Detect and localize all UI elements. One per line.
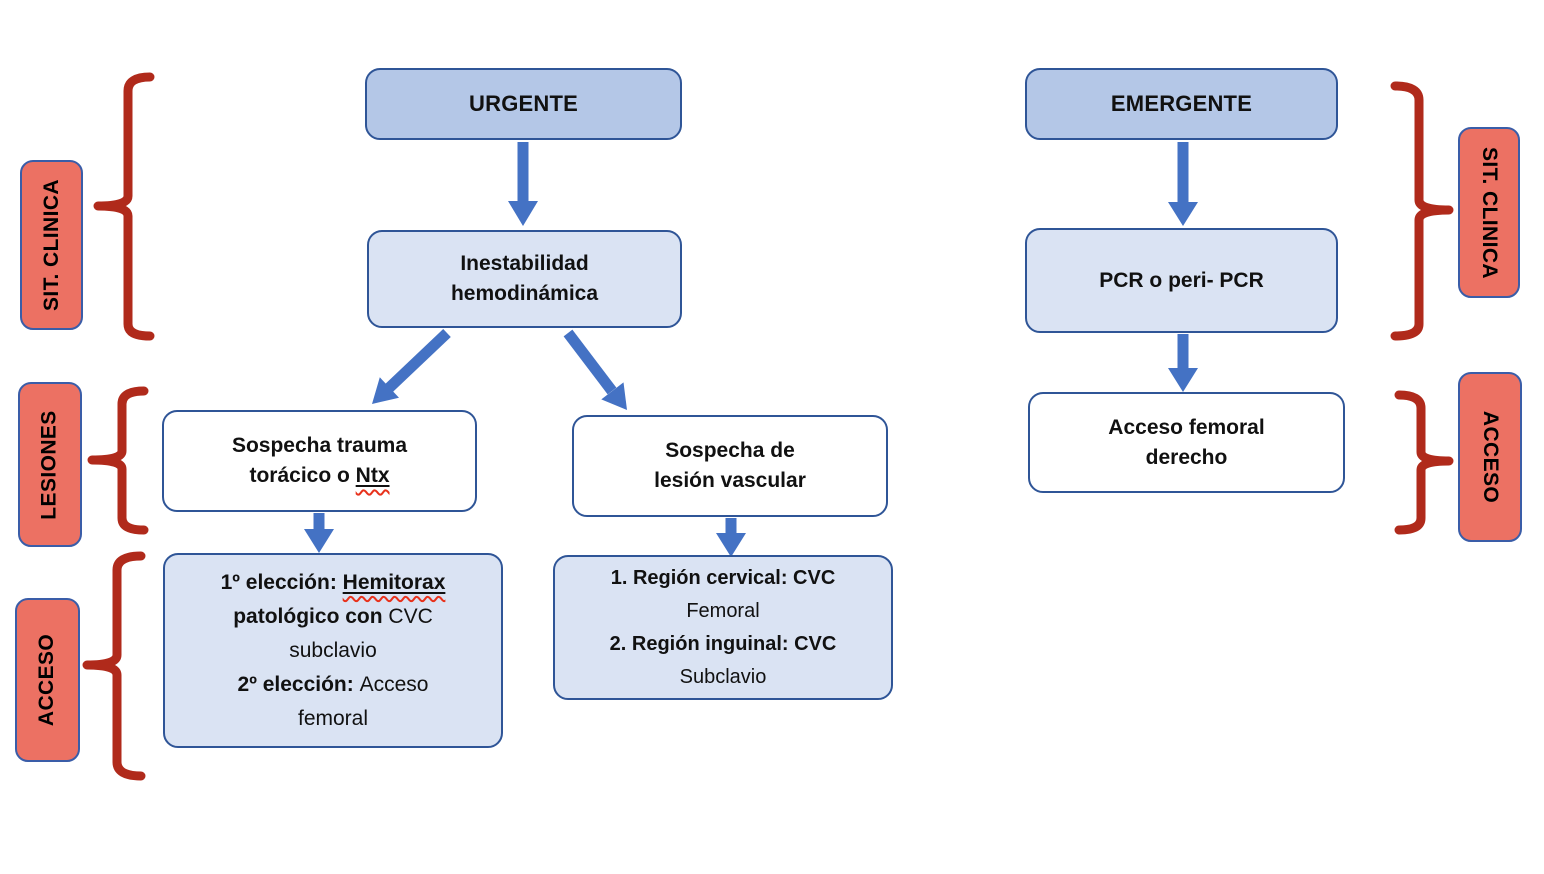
brace-group [82,72,1454,781]
misspelled-word-wrap: Hemitorax [343,571,446,594]
node-text-bold: patológico con [233,604,389,628]
node-line: PCR o peri- PCR [1099,268,1264,292]
node-line: Sospecha trauma [231,434,408,457]
node-line: Sospecha de [665,439,795,462]
category-sit-clinica-right: SIT. CLINICA [1458,127,1520,298]
brace-sit-clinica-left [93,72,155,341]
node-emergente-label: EMERGENTE [1110,91,1253,116]
node-eleccion-acceso: 1º elección: Hemitorax patológico con CV… [163,553,503,748]
node-text: Acceso [359,672,429,696]
node-text: torácico o [249,464,356,487]
node-line: 2. Región inguinal: CVC [609,632,837,655]
node-line: derecho [1145,445,1228,469]
node-line: lesión vascular [654,469,806,492]
node-line: Subclavio [679,665,767,688]
node-urgente-label: URGENTE [469,91,578,116]
category-label: SIT. CLINICA [1478,146,1502,279]
category-label: ACCESO [35,633,59,727]
arrow-emergente-to-pcr [1168,142,1198,226]
arrow-urgente-to-inestabilidad [508,142,538,226]
brace-acceso-left [82,551,146,781]
node-line: torácico o Ntx [249,461,389,491]
node-line: femoral [297,706,369,730]
node-line: subclavio [289,638,377,662]
node-line: Femoral [686,599,760,622]
brace-lesiones-left [87,386,149,535]
node-regiones-cvc: 1. Región cervical: CVC Femoral 2. Regió… [553,555,893,700]
node-urgente: URGENTE [365,68,682,140]
node-text-bold: 2º elección: [237,672,360,696]
node-line: 1º elección: Hemitorax [221,566,446,600]
arrow-inestabilidad-to-vascular [563,329,627,410]
node-inestabilidad-hemodinamica: Inestabilidad hemodinámica [367,230,682,328]
misspelled-word: Ntx [355,464,390,487]
category-acceso-right: ACCESO [1458,372,1522,542]
category-acceso-left: ACCESO [15,598,80,762]
category-sit-clinica-left: SIT. CLINICA [20,160,83,330]
node-line: Inestabilidad [460,252,589,275]
node-sospecha-lesion-vascular: Sospecha de lesión vascular [572,415,888,517]
arrow-inestabilidad-to-trauma [372,329,451,404]
misspelled-word: Hemitorax [342,570,446,594]
node-line: hemodinámica [450,282,599,305]
node-line: 2º elección: Acceso [238,668,429,702]
node-emergente: EMERGENTE [1025,68,1338,140]
node-acceso-femoral-derecho: Acceso femoral derecho [1028,392,1345,493]
arrow-vascular-to-regiones [716,518,746,557]
arrow-pcr-to-acceso [1168,334,1198,392]
node-text-bold: 1º elección: [220,570,343,594]
node-sospecha-trauma: Sospecha trauma torácico o Ntx [162,410,477,512]
brace-acceso-right [1394,390,1454,535]
node-line: Acceso femoral [1108,415,1265,439]
node-pcr: PCR o peri- PCR [1025,228,1338,333]
category-lesiones: LESIONES [18,382,82,547]
arrow-trauma-to-eleccion [304,513,334,553]
node-text: CVC [388,604,433,628]
category-label: SIT. CLINICA [39,179,63,311]
category-label: ACCESO [1479,410,1502,504]
node-line: 1. Región cervical: CVC [610,566,836,589]
misspelled-word-wrap: Ntx [356,464,390,487]
node-line: patológico con CVC [233,600,433,634]
arrow-group [304,142,1198,557]
category-label: LESIONES [38,409,62,520]
brace-sit-clinica-right [1390,81,1454,341]
